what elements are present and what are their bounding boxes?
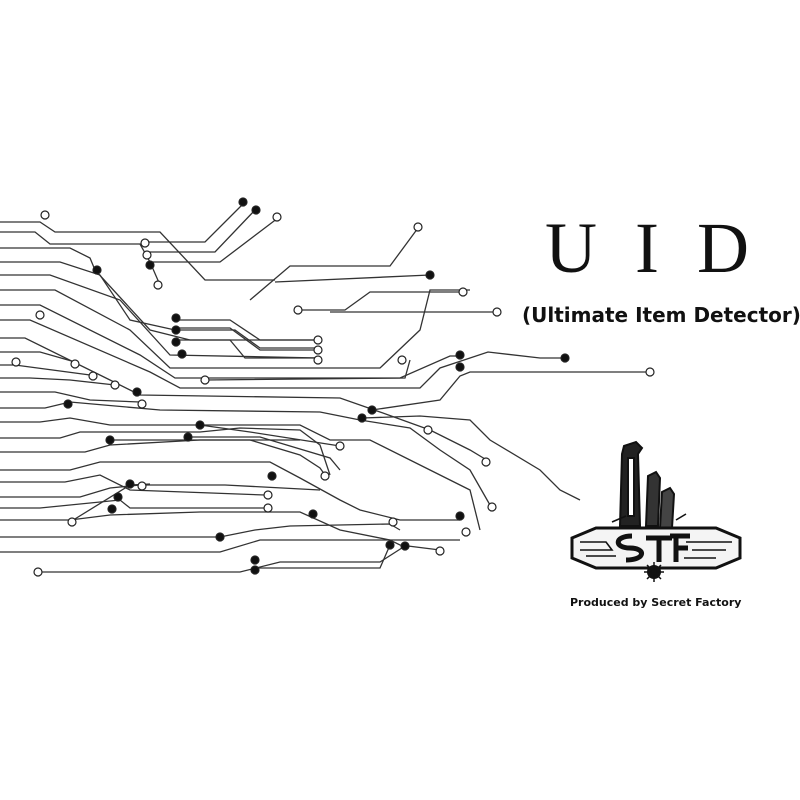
circuit-nodes bbox=[11, 197, 655, 577]
secret-factory-logo-icon bbox=[570, 440, 742, 582]
producer-credit: Produced by Secret Factory bbox=[570, 596, 742, 609]
page-subtitle: (Ultimate Item Detector) bbox=[522, 303, 800, 327]
page-title: UID bbox=[545, 208, 787, 288]
